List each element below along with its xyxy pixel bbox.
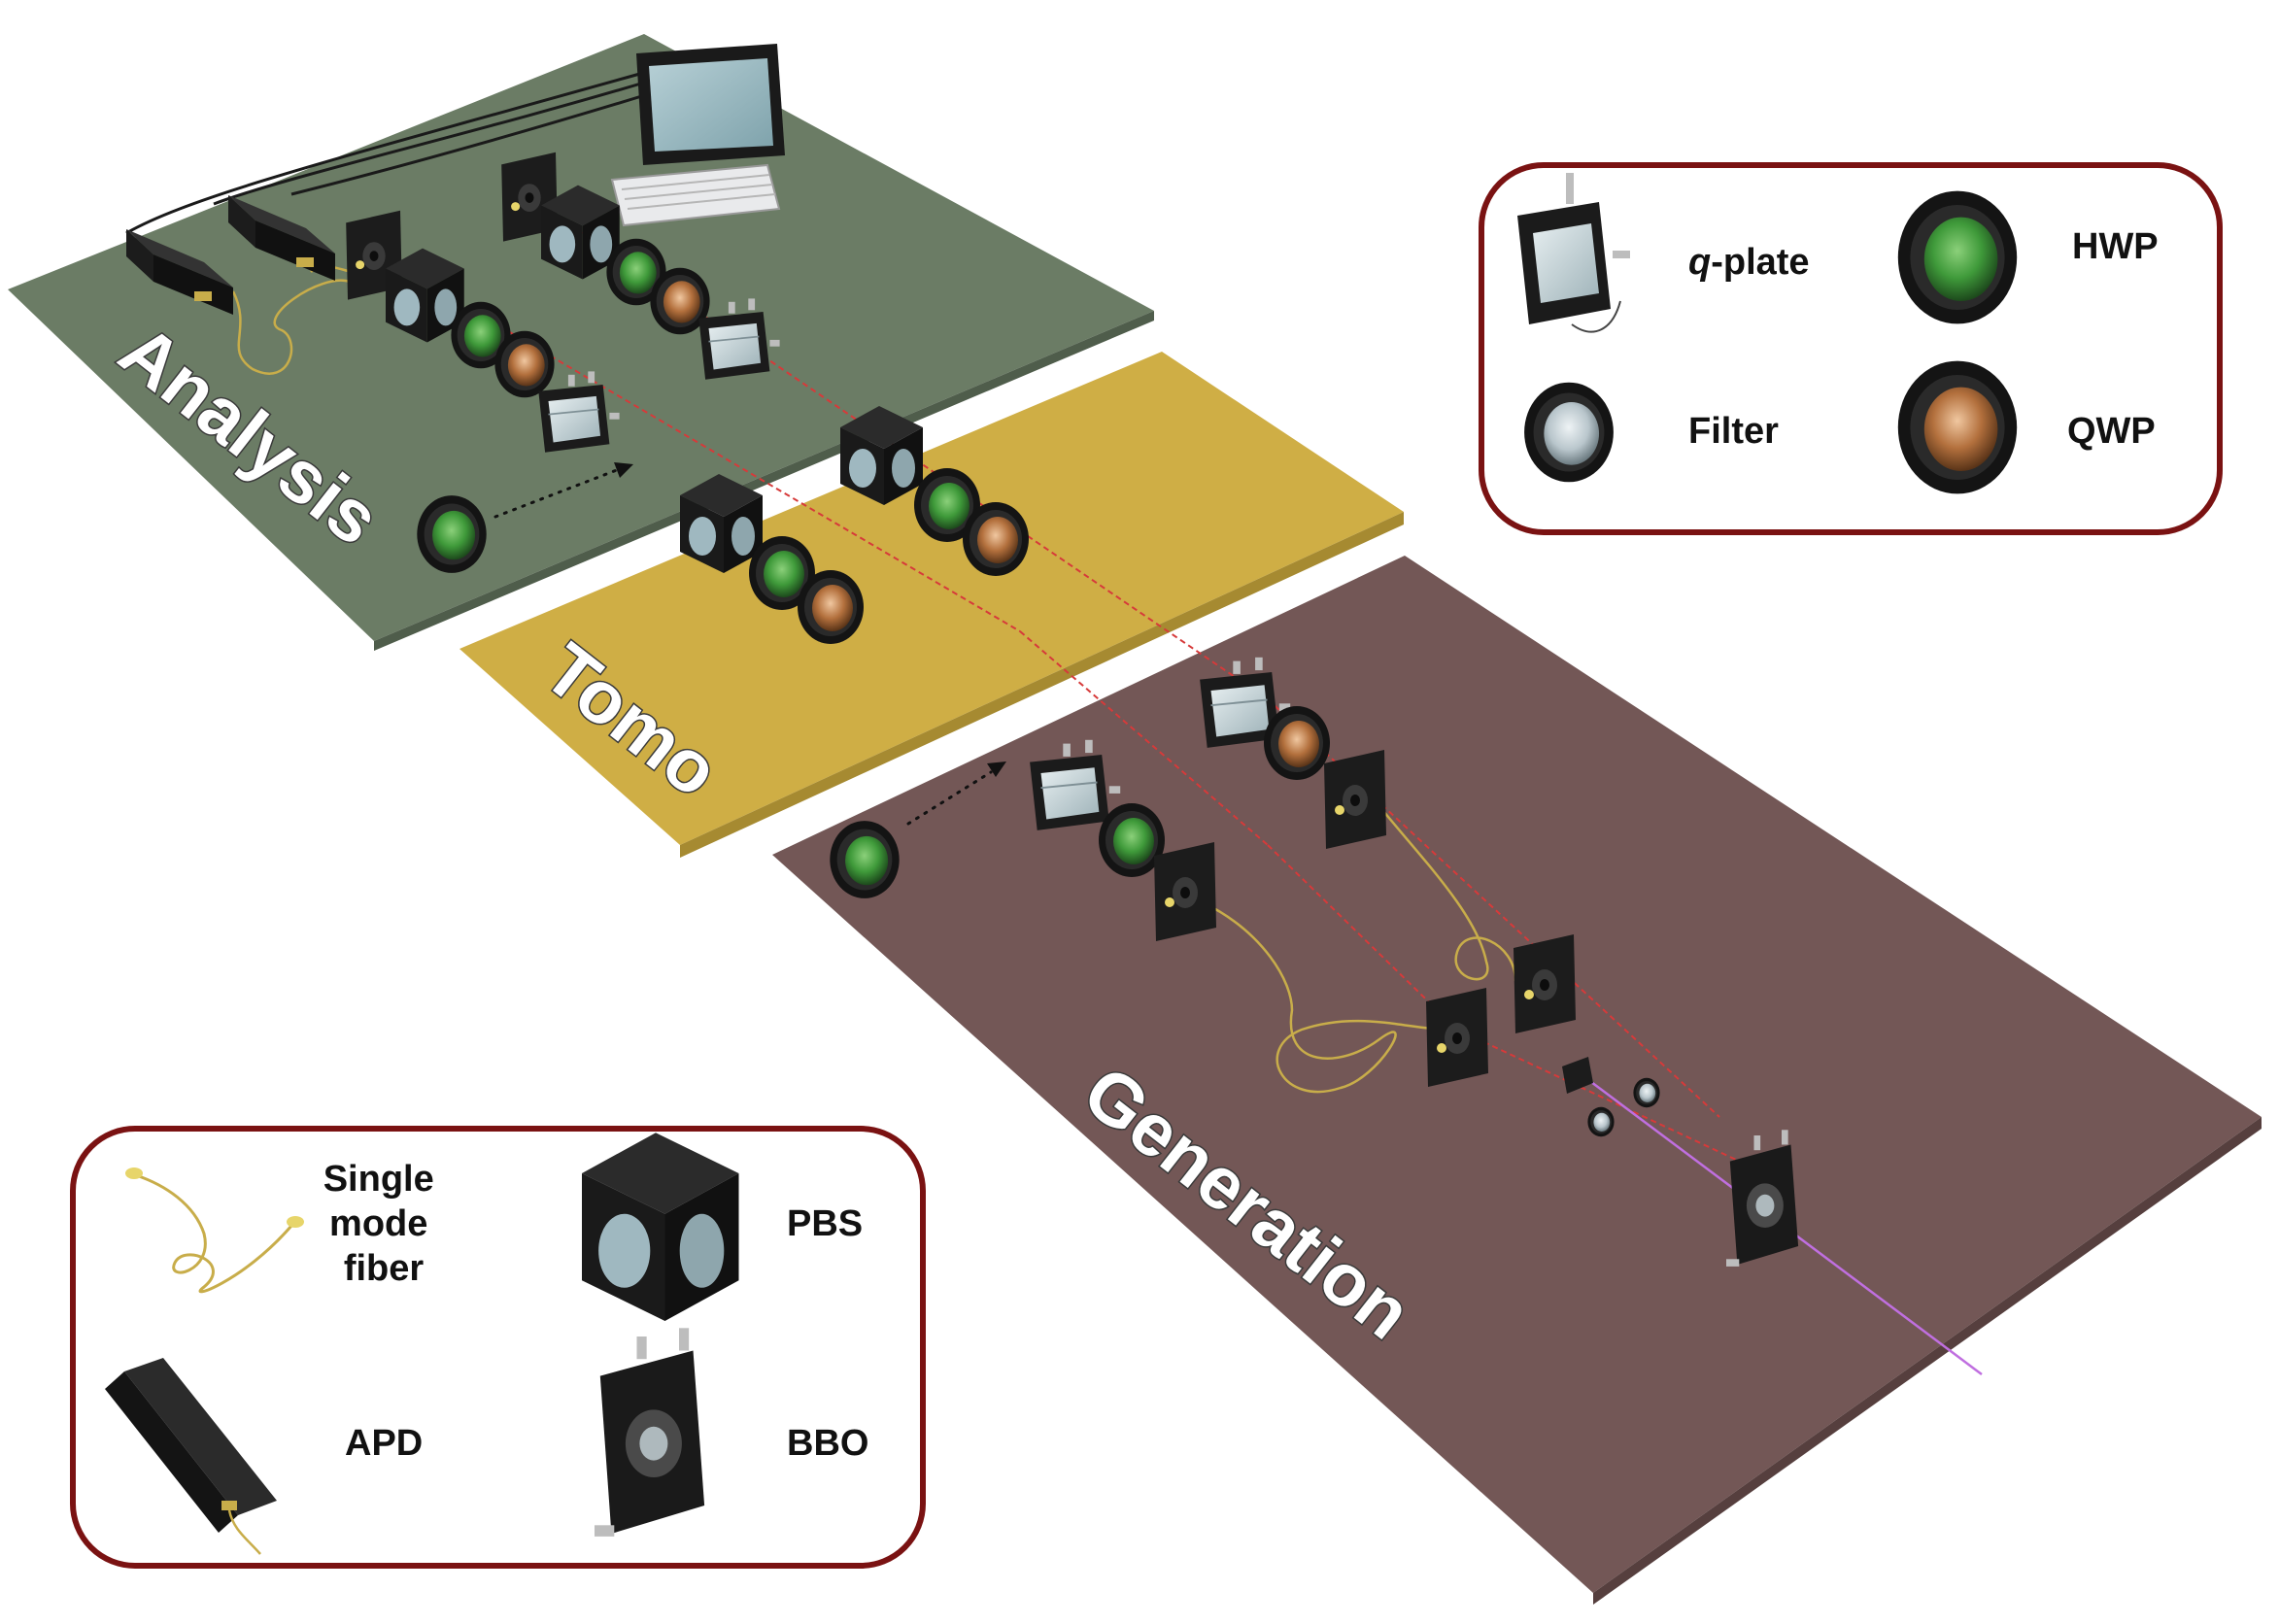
filter-small (1587, 1106, 1615, 1137)
insert-arrow-head (614, 462, 633, 478)
q-plate-legend-label: q-plate (1688, 242, 1810, 283)
fiber-coupler (1324, 750, 1386, 849)
pbs-legend-label: PBS (787, 1203, 863, 1244)
tomo-board (459, 352, 1404, 845)
insert-arrow (493, 466, 624, 519)
generation-board-edge (1593, 1117, 2262, 1605)
fiber-coupler (1426, 988, 1488, 1087)
electronics-cables (125, 66, 671, 235)
legend-components: Single mode fiber PBS APD BBO (70, 1126, 926, 1569)
q-plate-legend-icon (1517, 173, 1630, 333)
fiber-legend-label: Single mode fiber (323, 1159, 445, 1289)
filter-legend-label: Filter (1688, 411, 1779, 452)
hwp-waveplate (830, 821, 900, 898)
filter-small (1633, 1077, 1660, 1108)
qwp-legend-label: QWP (2067, 411, 2156, 452)
computer-monitor (636, 44, 785, 165)
qwp-waveplate (494, 330, 555, 398)
fiber-legend-icon (125, 1167, 304, 1294)
filter-legend-icon (1524, 382, 1614, 483)
qwp-waveplate (963, 502, 1029, 576)
analysis-board (8, 34, 1154, 641)
qwp-waveplate (1264, 706, 1330, 780)
legend-waveplates: q-plate HWP Filter QWP (1479, 162, 2223, 535)
computer-keyboard (610, 163, 781, 227)
compensation-crystal (1562, 1057, 1593, 1094)
qwp-legend-icon (1897, 360, 2018, 494)
bbo-legend-label: BBO (787, 1423, 868, 1464)
hwp-legend-label: HWP (2072, 226, 2159, 267)
insert-arrow-head (987, 761, 1006, 777)
tomo-board-edge (680, 512, 1404, 858)
apd-legend-icon (105, 1358, 277, 1555)
hwp-waveplate (417, 495, 487, 573)
fiber-coupler (1514, 934, 1576, 1033)
qwp-waveplate (798, 570, 864, 644)
apd-legend-label: APD (345, 1423, 423, 1464)
hwp-legend-icon (1897, 190, 2018, 324)
insert-arrow (906, 770, 993, 826)
fiber-coupler (1154, 842, 1216, 941)
